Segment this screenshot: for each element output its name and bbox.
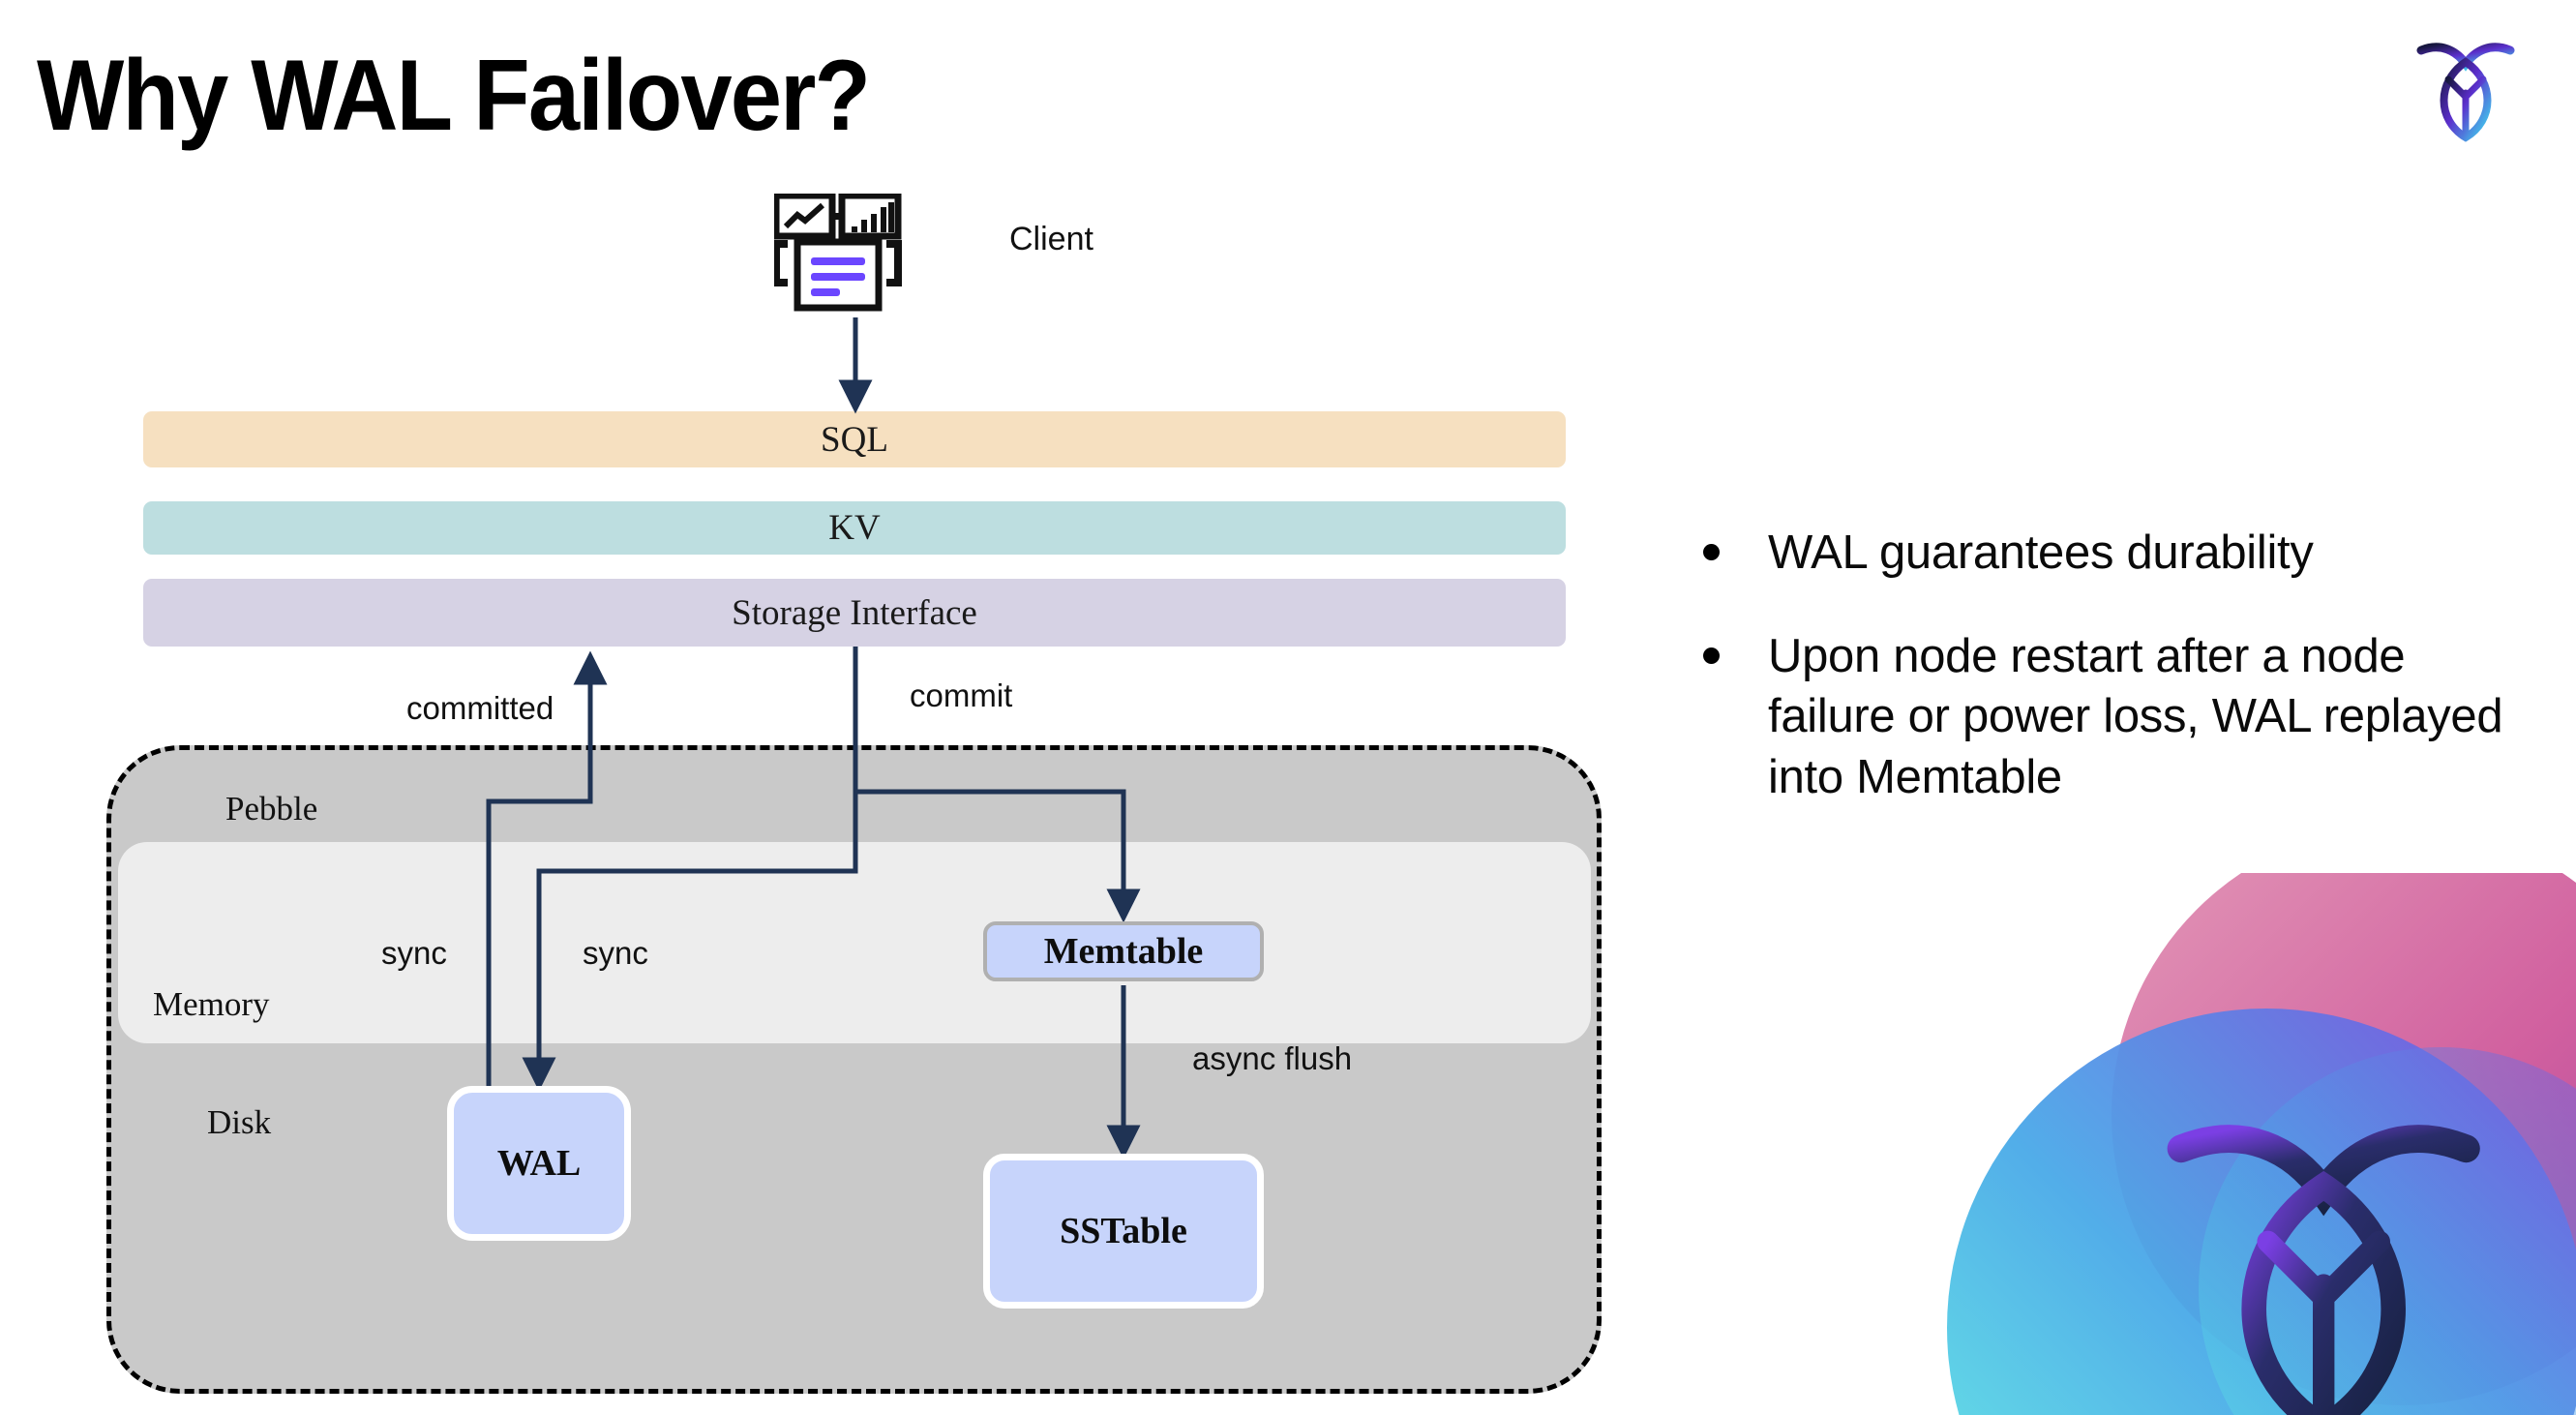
client-dashboard-icon	[774, 194, 902, 312]
node-wal: WAL	[447, 1086, 631, 1241]
memory-region	[118, 842, 1591, 1043]
edge-label-committed: committed	[406, 690, 554, 726]
node-label-wal: WAL	[496, 1143, 582, 1184]
edge-label-sync-right: sync	[583, 935, 648, 971]
edge-committed-to-storage	[486, 650, 608, 1086]
layer-label-storage-interface: Storage Interface	[732, 592, 977, 633]
page-title: Why WAL Failover?	[37, 40, 871, 152]
node-label-sstable: SSTable	[1060, 1211, 1187, 1251]
layer-label-sql: SQL	[821, 419, 888, 460]
bullet-list: WAL guarantees durability Upon node rest…	[1703, 523, 2516, 851]
layer-bar-kv: KV	[143, 501, 1566, 555]
bullet-dot-icon	[1703, 544, 1720, 560]
layer-bar-sql: SQL	[143, 411, 1566, 467]
edge-label-commit: commit	[910, 677, 1013, 713]
layer-label-kv: KV	[828, 508, 881, 548]
cockroachdb-logo	[2416, 43, 2515, 142]
memory-label: Memory	[153, 985, 270, 1023]
client-label: Client	[1009, 221, 1093, 257]
node-memtable: Memtable	[983, 921, 1264, 981]
node-sstable: SSTable	[983, 1154, 1264, 1309]
bullet-text: Upon node restart after a node failure o…	[1768, 629, 2503, 804]
pebble-label: Pebble	[225, 790, 318, 828]
node-label-memtable: Memtable	[1043, 931, 1204, 972]
list-item: Upon node restart after a node failure o…	[1703, 626, 2516, 808]
bullet-dot-icon	[1703, 647, 1720, 664]
decorative-gradient-circles	[1947, 873, 2576, 1415]
diagram-connectors	[486, 317, 1141, 1159]
layer-bar-storage: Storage Interface	[143, 579, 1566, 647]
edge-label-async-flush: async flush	[1192, 1040, 1353, 1076]
disk-label: Disk	[207, 1103, 272, 1141]
bullet-text: WAL guarantees durability	[1768, 527, 2314, 579]
architecture-diagram: Client SQL KV Storage Interface Pebble M…	[106, 194, 1602, 1394]
list-item: WAL guarantees durability	[1703, 523, 2516, 584]
edge-sync-to-wal	[522, 647, 858, 1092]
edge-label-sync-left: sync	[381, 935, 447, 971]
